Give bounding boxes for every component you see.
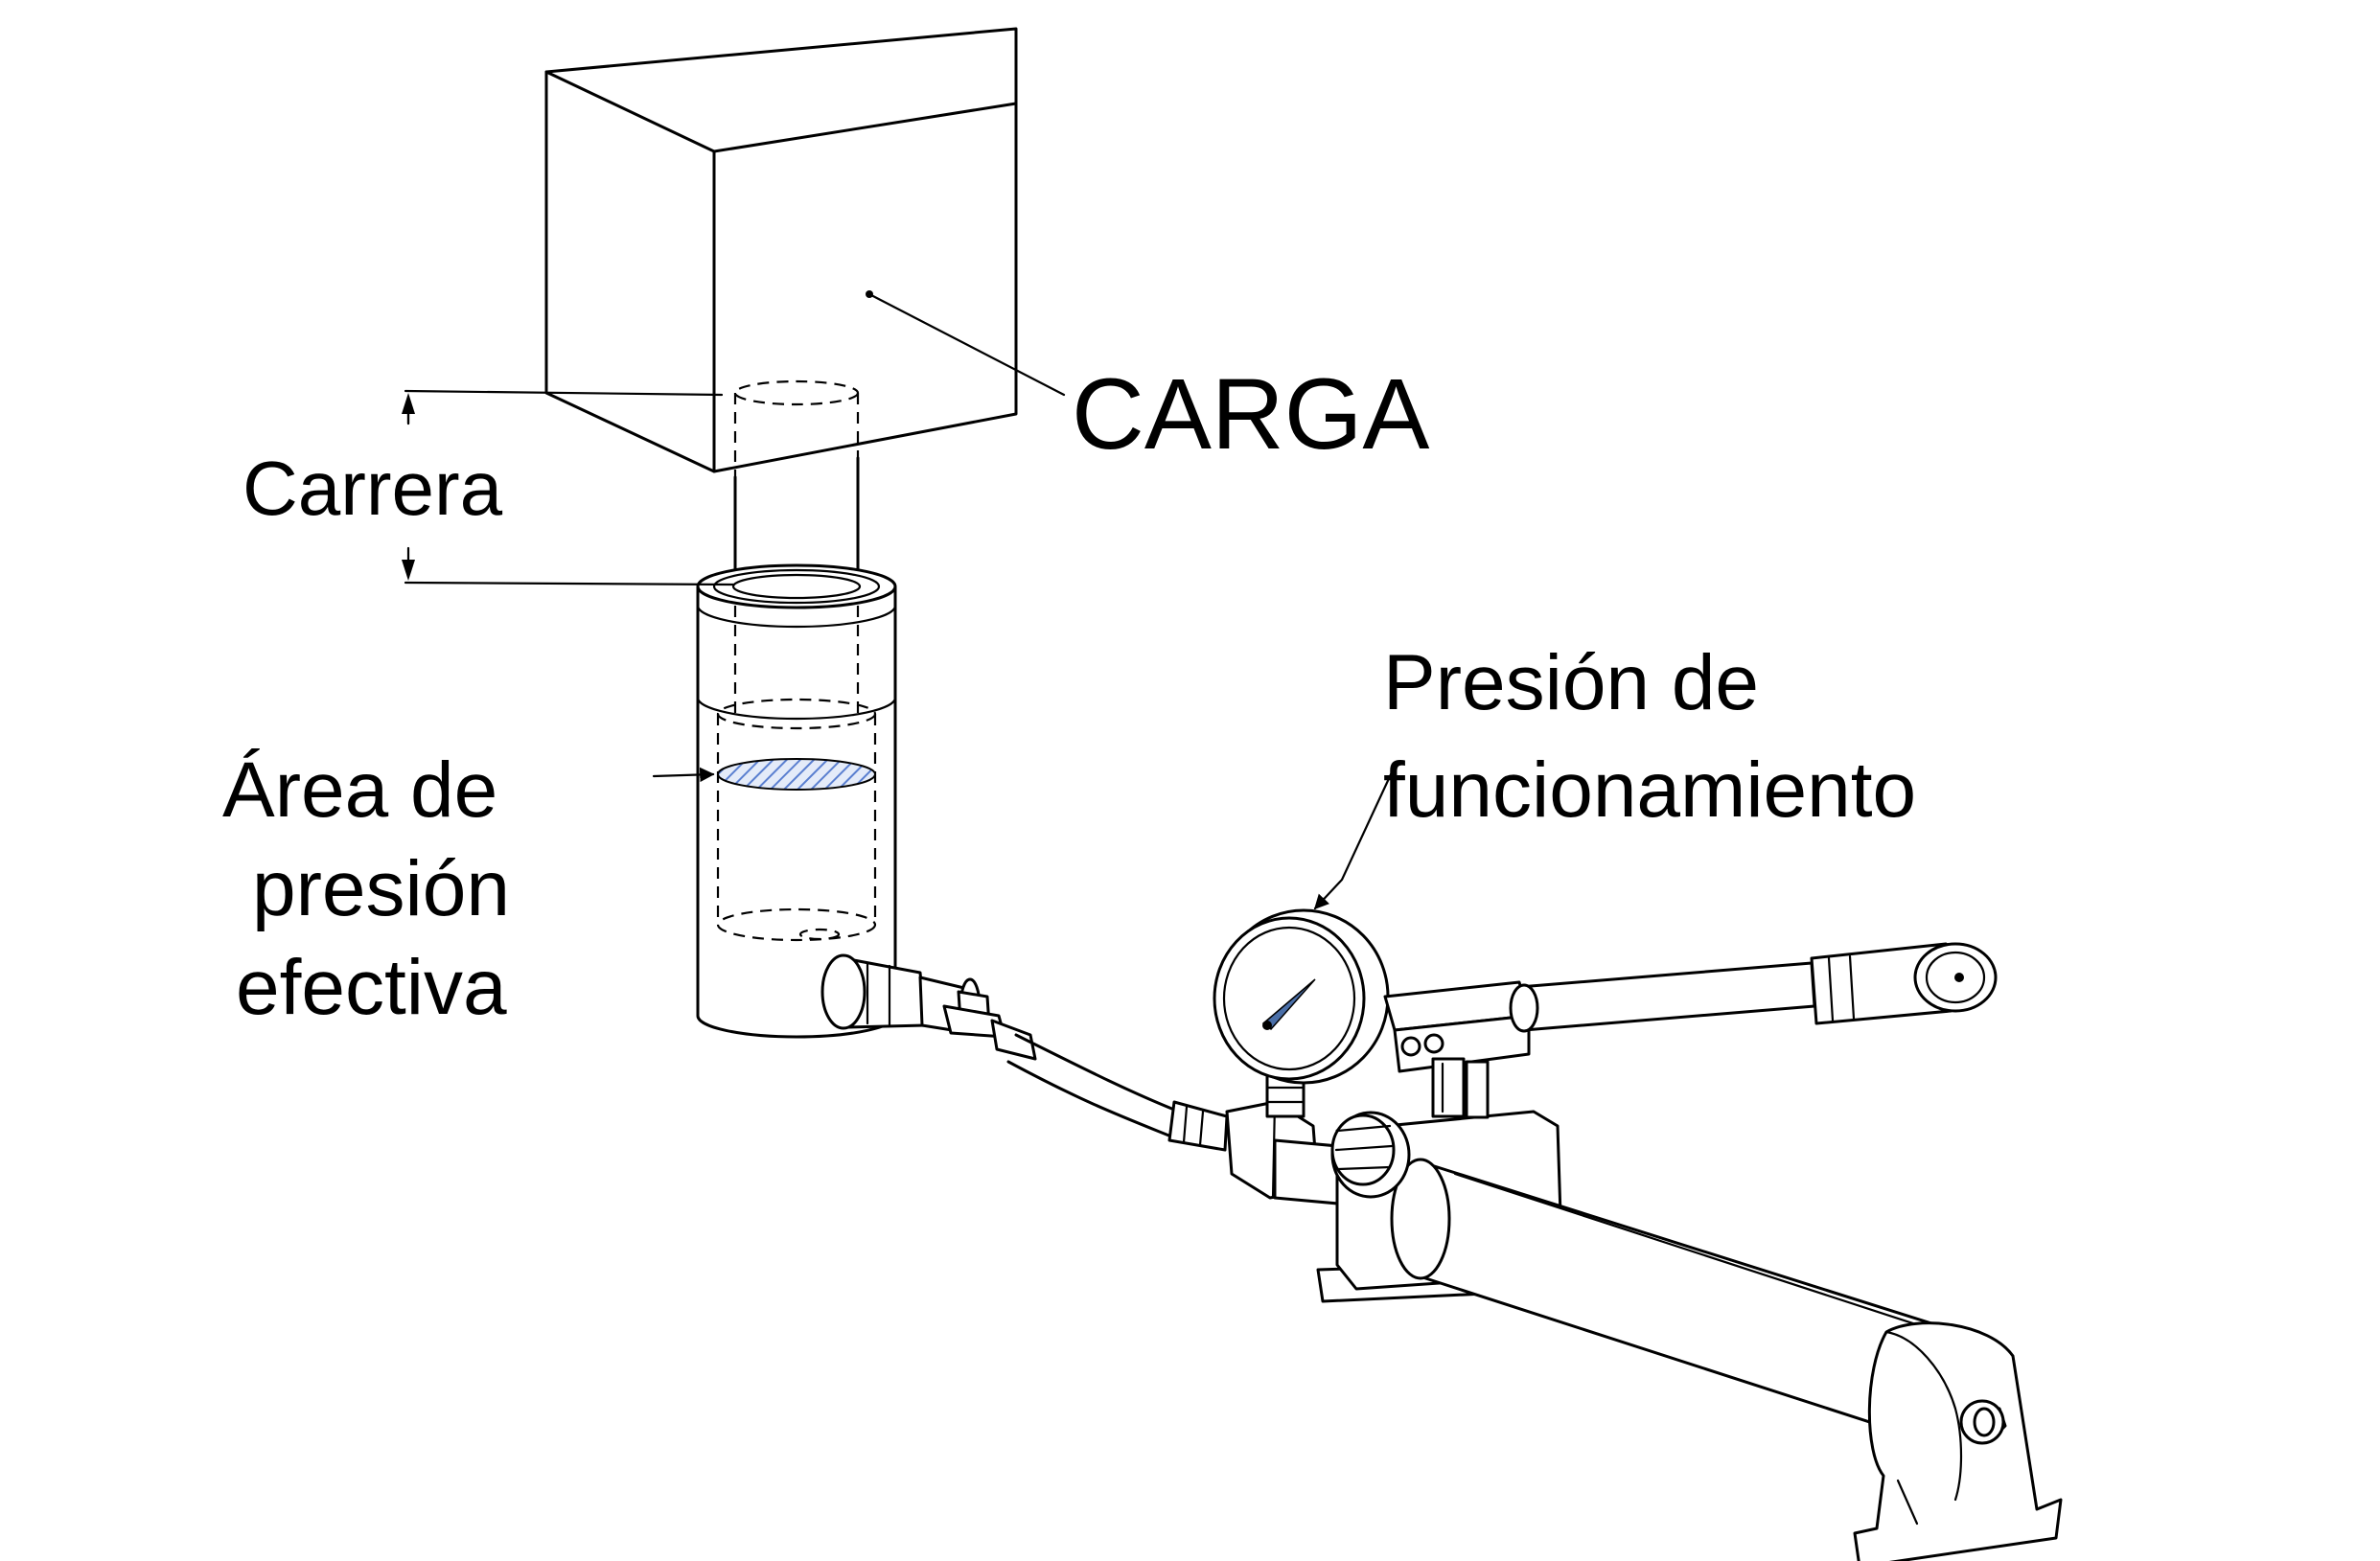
cylinder-coupler: [820, 953, 1037, 1061]
stroke-dimension: [402, 389, 735, 586]
pressure-gauge: [1213, 908, 1390, 1085]
stroke-label: Carrera: [243, 446, 503, 531]
load-box: [544, 27, 1018, 473]
load-label: CARGA: [1072, 358, 1429, 471]
effective-area-label-line-1: Área de: [222, 746, 497, 834]
hydraulic-cylinder: [696, 379, 897, 1039]
leader-lines: [652, 292, 1394, 910]
working-pressure-label-line-2: funcionamiento: [1383, 746, 1916, 834]
working-pressure-label-line-1: Presión de: [1383, 639, 1759, 726]
effective-pressure-area-hatch: [717, 758, 876, 791]
pump-lever: [1383, 942, 1998, 1119]
pump-reservoir: [1316, 1110, 2063, 1561]
effective-area-label-line-2: presión: [252, 845, 510, 932]
release-knob: [1330, 1111, 1411, 1199]
effective-area-label-line-3: efectiva: [236, 944, 507, 1031]
hydraulic-hose: [1006, 1033, 1229, 1152]
